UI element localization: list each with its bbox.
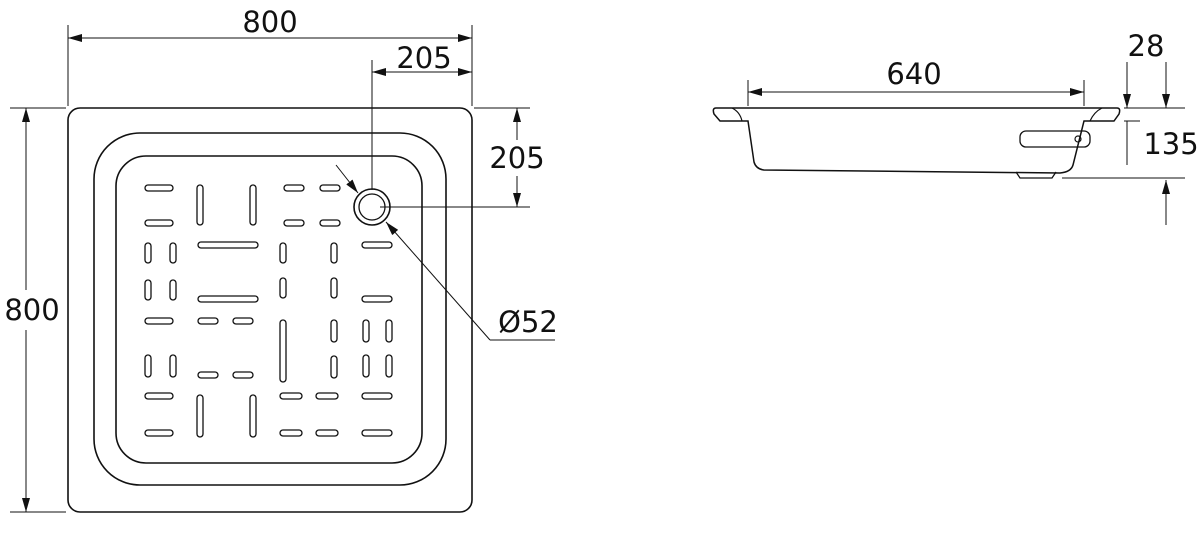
side-view: [712, 107, 1121, 179]
dim-label-rim-28: 28: [1128, 29, 1165, 63]
dim-label-drain-y-205: 205: [489, 141, 544, 175]
dimension-drain-diameter: Ø52: [335, 164, 558, 341]
dim-label-height-800: 800: [4, 293, 59, 327]
tray-side-profile: [712, 107, 1121, 174]
dimension-drain-offset-y: 205: [380, 107, 545, 208]
tray-inner-wall: [731, 107, 1103, 122]
dimension-rim-thickness: 28: [1123, 29, 1185, 122]
dimension-total-height: 135: [1062, 121, 1199, 225]
tray-outer-outline: [67, 107, 473, 513]
dim-label-drain-diameter: Ø52: [498, 305, 558, 339]
anti-slip-pattern: [144, 184, 393, 438]
tray-basin-outline: [93, 132, 447, 486]
drain-body: [1015, 171, 1057, 179]
dim-label-width-800: 800: [242, 5, 297, 39]
dimension-drain-offset-x: 205: [371, 41, 472, 190]
dim-label-height-135: 135: [1143, 127, 1198, 161]
tray-floor-outline: [115, 155, 423, 464]
dim-label-drain-x-205: 205: [396, 41, 451, 75]
dimension-inner-length: 640: [747, 57, 1085, 106]
dimension-overall-height: 800: [4, 107, 66, 513]
dim-label-length-640: 640: [886, 57, 941, 91]
side-handle-slot: [1019, 130, 1091, 148]
side-handle-screw: [1074, 135, 1082, 143]
top-view: [67, 107, 473, 513]
dimension-overall-width: 800: [67, 5, 473, 106]
